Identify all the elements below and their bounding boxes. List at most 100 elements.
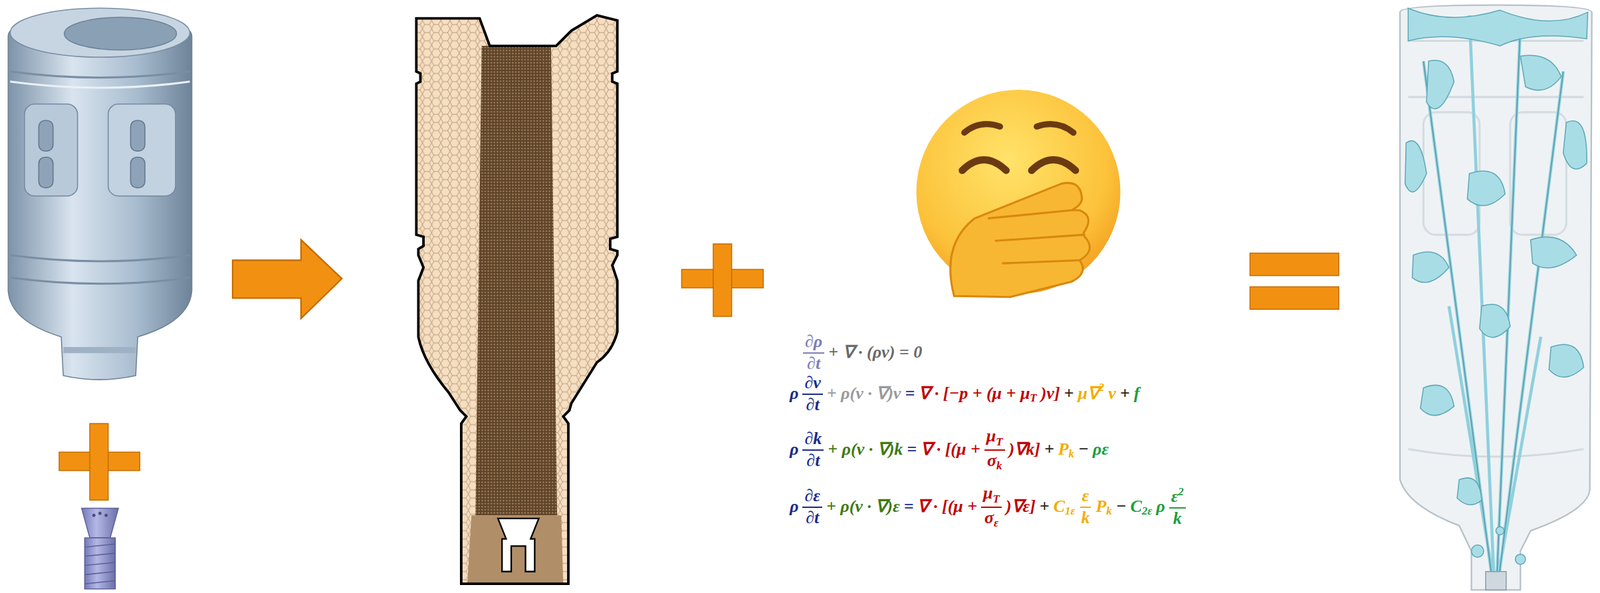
- emoji-eye: [1031, 159, 1076, 171]
- bottle-panel: [24, 104, 78, 197]
- bottle-neck-ring: [63, 346, 136, 353]
- denominator: k: [1171, 508, 1184, 529]
- equation-term: k: [1173, 508, 1182, 528]
- equation-term: T: [993, 492, 1000, 506]
- equation-term: ε: [1082, 485, 1090, 506]
- mesh-outline: [416, 15, 617, 584]
- equation-term: ∂k: [804, 428, 822, 449]
- equation-term: )∇k]: [1009, 440, 1041, 460]
- bottle-ridge: [9, 81, 190, 88]
- equation-term: +: [1064, 384, 1075, 404]
- equation-term: )v]: [1040, 384, 1061, 404]
- equation-term: ρ: [789, 384, 799, 404]
- mesh-coarse: [408, 9, 623, 592]
- water-jet: [1423, 15, 1563, 577]
- equation-term: +: [1044, 440, 1055, 460]
- equation-term: =: [904, 497, 915, 517]
- equation-term: 2ε: [1142, 504, 1152, 518]
- equation-term: k: [1106, 504, 1112, 518]
- equals-bar: [1249, 286, 1339, 310]
- plus-bar: [713, 243, 732, 317]
- plus-core: [714, 270, 732, 288]
- fraction: μTσk: [984, 426, 1006, 473]
- plus-bar: [681, 269, 764, 288]
- equation-term: k: [1080, 507, 1090, 528]
- water-blob: [1563, 120, 1587, 170]
- nozzle: [1485, 571, 1507, 591]
- emoji-eye: [962, 159, 1007, 171]
- bottle-ridge: [1407, 40, 1584, 457]
- denominator: ∂t: [804, 394, 822, 415]
- equation-term: ρ: [789, 440, 799, 460]
- simulation-result: [1399, 5, 1593, 591]
- nozzle-hole: [104, 513, 108, 518]
- equation-term: ∂ε: [804, 485, 821, 506]
- equation-term: 1ε: [1064, 504, 1075, 518]
- nozzle-head: [81, 508, 119, 539]
- emoji-brow: [964, 124, 1001, 133]
- nozzle-hole: [92, 513, 96, 518]
- plus-bar: [59, 452, 140, 471]
- equation-term: + ∇ · (ρv) = 0: [828, 342, 922, 363]
- mesh-fill: [408, 9, 623, 592]
- water-drop: [1471, 545, 1484, 558]
- equation-term: ∇ · [(μ +: [920, 440, 981, 460]
- fraction: ∂ρ∂t: [802, 332, 825, 373]
- equation-term: k: [1068, 447, 1075, 460]
- bottle-rim: [9, 7, 190, 58]
- equation-term: )∇ε]: [1005, 497, 1036, 517]
- equation-term: P: [1095, 497, 1107, 517]
- equation-term: ε: [1171, 486, 1179, 506]
- mesh-refined: [467, 515, 564, 584]
- bottle-model: [7, 7, 192, 380]
- plus-bar: [89, 423, 109, 500]
- denominator: ∂t: [804, 450, 822, 471]
- equation-term: C: [1053, 497, 1065, 517]
- numerator: ∂v: [802, 373, 823, 395]
- equation-term: ∇ · [−p + (μ + μ: [918, 384, 1030, 404]
- nozzle-hole: [98, 511, 102, 516]
- numerator: ∂ρ: [802, 332, 825, 354]
- fraction: εk: [1078, 486, 1092, 528]
- water-drop: [1515, 554, 1526, 565]
- water-blob: [1530, 236, 1577, 268]
- fraction: ε2k: [1169, 485, 1186, 528]
- water-blob: [1520, 55, 1561, 90]
- water-blob: [1426, 60, 1454, 110]
- emoji-face: [915, 89, 1121, 294]
- equation-term: ∂t: [806, 394, 820, 415]
- equation-term: σ: [984, 507, 994, 528]
- equation-term: μ: [986, 426, 996, 446]
- thread-lines: [84, 543, 115, 584]
- water-blob: [1479, 304, 1511, 338]
- equation-term: ρε: [1092, 440, 1109, 460]
- bottle-dimple: [38, 120, 53, 151]
- finger-lines: [987, 210, 1084, 264]
- bottle-panel: [1510, 112, 1567, 235]
- water-blob: [1405, 140, 1427, 193]
- equation-term: =: [904, 384, 915, 404]
- water-blob: [1457, 477, 1482, 505]
- numerator: ∂k: [802, 429, 824, 451]
- equals-bar: [1249, 253, 1339, 276]
- equation: ρ∂ε∂t+ ρ(v · ∇)ε=∇ · [(μ +μTσε)∇ε]+C1εεk…: [785, 483, 1186, 530]
- equation-term: σ: [987, 450, 997, 470]
- denominator: ∂t: [804, 353, 823, 374]
- plus-sign: [59, 423, 140, 500]
- denominator: σε: [982, 507, 1001, 531]
- fraction: ∂ε∂t: [802, 486, 823, 528]
- equation-term: +: [1039, 497, 1050, 517]
- equation: ∂ρ∂t+ ∇ · (ρv) = 0: [799, 332, 922, 373]
- water-blob: [1412, 251, 1450, 283]
- water-blob: [1548, 344, 1584, 377]
- equation-term: =: [906, 440, 917, 460]
- nozzle-model: [81, 508, 119, 589]
- bottle-panel: [108, 104, 176, 197]
- numerator: ε2: [1169, 485, 1186, 509]
- equation-term: P: [1058, 440, 1069, 460]
- mesh-section: [408, 9, 623, 592]
- equals-sign: [1249, 253, 1339, 310]
- numerator: μT: [984, 426, 1006, 451]
- water-film: [1407, 7, 1588, 46]
